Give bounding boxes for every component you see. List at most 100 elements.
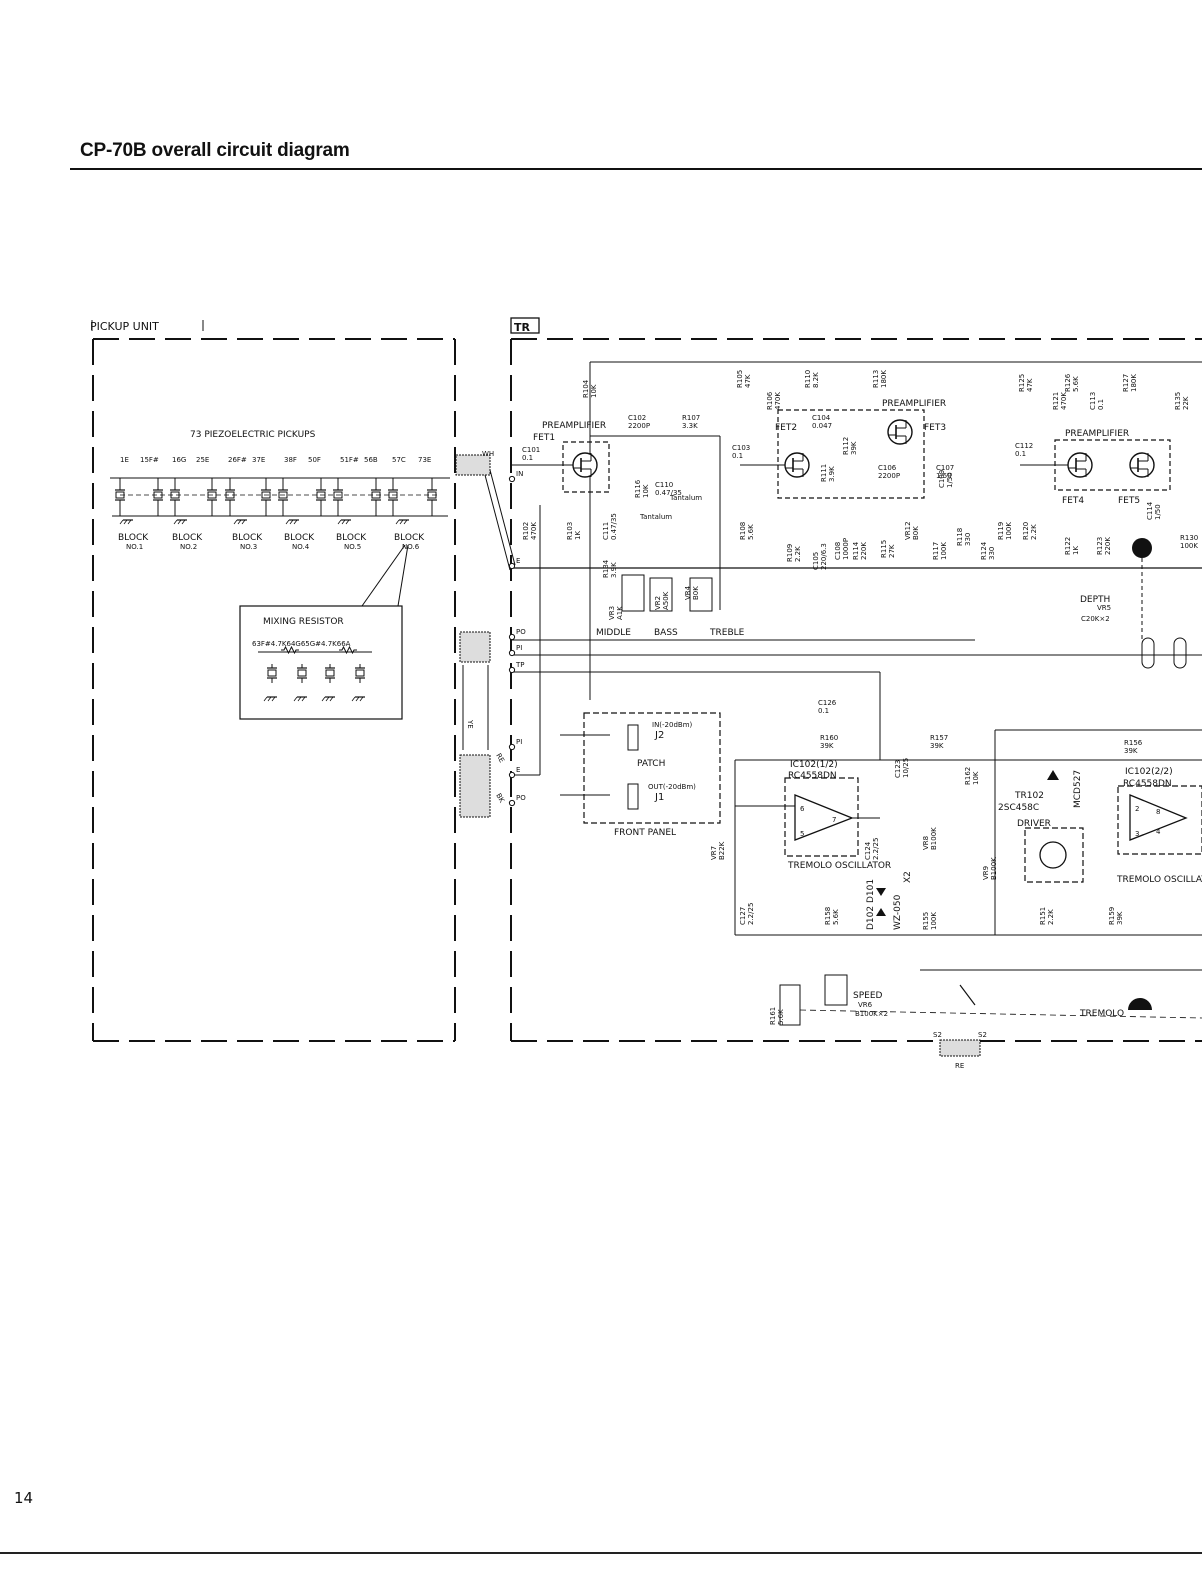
component-value: 2.2K bbox=[1047, 909, 1055, 925]
note-label: 38F bbox=[284, 456, 297, 464]
component-ref: C103 bbox=[732, 444, 750, 452]
component-value: 1/50 bbox=[936, 472, 952, 480]
ic2-part: RC4558DN bbox=[1123, 779, 1172, 789]
zener-label: WZ-050 bbox=[893, 894, 903, 930]
component-ref: R113 bbox=[872, 370, 880, 388]
component-ref: R107 bbox=[682, 414, 700, 422]
component-value: 39K bbox=[1124, 747, 1138, 755]
component-value: 0.47/35 bbox=[610, 513, 618, 540]
wire-bk: BK bbox=[494, 792, 506, 804]
diodes-label: D102 D101 bbox=[866, 879, 876, 930]
component-ref: R135 bbox=[1174, 392, 1182, 410]
note-label: 26F# bbox=[228, 456, 247, 464]
component-value: 0.1 bbox=[522, 454, 533, 462]
patch-label: PATCH bbox=[637, 759, 665, 769]
note-label: 51F# bbox=[340, 456, 359, 464]
component-value: 0.1 bbox=[818, 707, 829, 715]
tr102-label: TR102 bbox=[1014, 791, 1044, 801]
note-label: 15F# bbox=[140, 456, 159, 464]
tr-pin: E bbox=[516, 557, 520, 565]
piezo-pickup bbox=[152, 485, 164, 506]
component-value: 100K bbox=[940, 542, 948, 560]
svg-text:7: 7 bbox=[832, 816, 836, 824]
piezo-pickup bbox=[114, 485, 126, 506]
block-number: NO.1 bbox=[126, 543, 143, 551]
component-ref: C101 bbox=[522, 446, 540, 454]
component-ref: R126 bbox=[1064, 373, 1072, 392]
mixing-resistor-label: MIXING RESISTOR bbox=[263, 617, 344, 627]
page-number: 14 bbox=[14, 1489, 34, 1507]
component-value: 2200P bbox=[878, 472, 900, 480]
component-ref: R104 bbox=[582, 379, 590, 398]
component-value: 8.2K bbox=[812, 372, 820, 388]
interconnect-cables: WH YE RE BK bbox=[455, 450, 516, 818]
component-ref: R116 bbox=[634, 479, 642, 498]
zener-count: X2 bbox=[903, 871, 913, 883]
component-ref: R127 bbox=[1122, 374, 1130, 392]
component-value: 330 bbox=[964, 533, 972, 546]
component-ref: C123 bbox=[894, 760, 902, 778]
component-value: B0K bbox=[912, 526, 920, 540]
component-ref: R112 bbox=[842, 437, 850, 455]
component-ref: R124 bbox=[980, 541, 988, 560]
svg-text:3: 3 bbox=[1135, 830, 1139, 838]
wire-re: RE bbox=[494, 752, 506, 764]
component-ref: R115 bbox=[880, 540, 888, 558]
component-value: B22K bbox=[718, 841, 726, 860]
middle-label: MIDDLE bbox=[596, 628, 631, 638]
component-value: 220K bbox=[860, 542, 868, 560]
component-ref: VR4 bbox=[684, 585, 692, 600]
component-ref: R109 bbox=[786, 544, 794, 562]
piezo-pickup bbox=[370, 485, 382, 506]
component-ref: R130 bbox=[1180, 534, 1198, 542]
svg-text:5: 5 bbox=[800, 830, 804, 838]
piezo-pickup bbox=[206, 485, 218, 506]
fet4-label: FET4 bbox=[1062, 496, 1084, 506]
tr-pin: E bbox=[516, 766, 520, 774]
piezo-pickup bbox=[315, 485, 327, 506]
component-value: 39K bbox=[820, 742, 834, 750]
component-value: 10K bbox=[972, 771, 980, 785]
component-ref: VR3 bbox=[608, 606, 616, 620]
piezo-pickup bbox=[260, 485, 272, 506]
depth-value: C20K×2 bbox=[1081, 615, 1110, 623]
component-ref: R123 bbox=[1096, 537, 1104, 555]
component-value: 1/50 bbox=[946, 472, 954, 488]
preamp1-label: PREAMPLIFIER bbox=[542, 421, 606, 431]
tremolo-label: TREMOLO bbox=[1079, 1009, 1124, 1019]
component-value: 220K bbox=[1104, 537, 1112, 555]
component-value: A1K bbox=[616, 606, 624, 620]
component-value: 3.9K bbox=[610, 562, 618, 578]
component-ref: R157 bbox=[930, 734, 948, 742]
front-panel-label: FRONT PANEL bbox=[614, 828, 676, 838]
component-value: 2.2K bbox=[1030, 524, 1038, 540]
component-value: 180K bbox=[880, 370, 888, 388]
component-value: 5.6K bbox=[747, 524, 755, 540]
block-number: NO.6 bbox=[402, 543, 420, 551]
component-value: 0.047 bbox=[812, 422, 832, 430]
component-ref: R106 bbox=[766, 391, 774, 410]
component-ref: VR12 bbox=[904, 521, 912, 540]
pickup-unit-label: PICKUP UNIT bbox=[90, 320, 159, 333]
component-ref: C105 bbox=[812, 552, 820, 570]
block-name: BLOCK bbox=[336, 533, 367, 543]
block-number: NO.3 bbox=[240, 543, 257, 551]
component-ref: R111 bbox=[820, 464, 828, 482]
component-value: 2.2K bbox=[794, 546, 802, 562]
wire-re-bottom: RE bbox=[955, 1062, 964, 1070]
component-value: 470K bbox=[1060, 392, 1068, 410]
piezo-pickup bbox=[332, 485, 344, 506]
component-ref: C102 bbox=[628, 414, 646, 422]
block-number: NO.5 bbox=[344, 543, 361, 551]
speed-label: SPEED bbox=[853, 991, 883, 1001]
component-ref: C110 bbox=[655, 481, 673, 489]
page-title: CP-70B overall circuit diagram bbox=[80, 140, 350, 161]
switch-pin-2: S2 bbox=[978, 1031, 987, 1039]
bottom-rule bbox=[0, 1552, 1202, 1554]
component-value: B100K bbox=[930, 827, 938, 850]
component-ref: R119 bbox=[997, 522, 1005, 540]
